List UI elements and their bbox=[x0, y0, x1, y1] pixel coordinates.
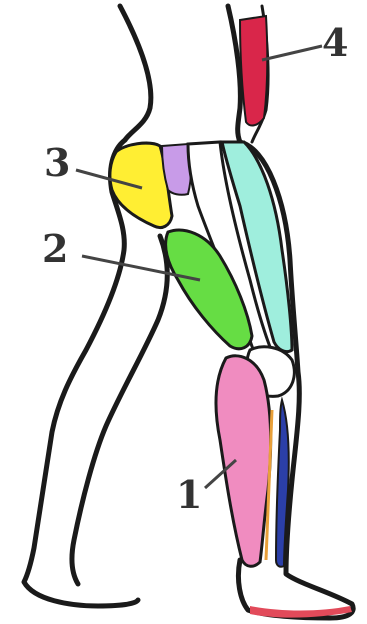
label-4: 4 bbox=[322, 20, 348, 65]
torso-outline bbox=[120, 6, 151, 140]
label-1: 1 bbox=[176, 472, 202, 517]
arm-outline bbox=[228, 6, 240, 142]
leader-line-4 bbox=[262, 46, 322, 60]
muscle-4 bbox=[240, 16, 267, 125]
muscle-1 bbox=[216, 356, 271, 566]
adductor-muscle bbox=[162, 144, 191, 195]
label-3: 3 bbox=[44, 140, 70, 185]
back-leg-outline bbox=[24, 140, 138, 606]
label-2: 2 bbox=[42, 226, 68, 271]
back-leg-inner-outline bbox=[72, 236, 167, 584]
